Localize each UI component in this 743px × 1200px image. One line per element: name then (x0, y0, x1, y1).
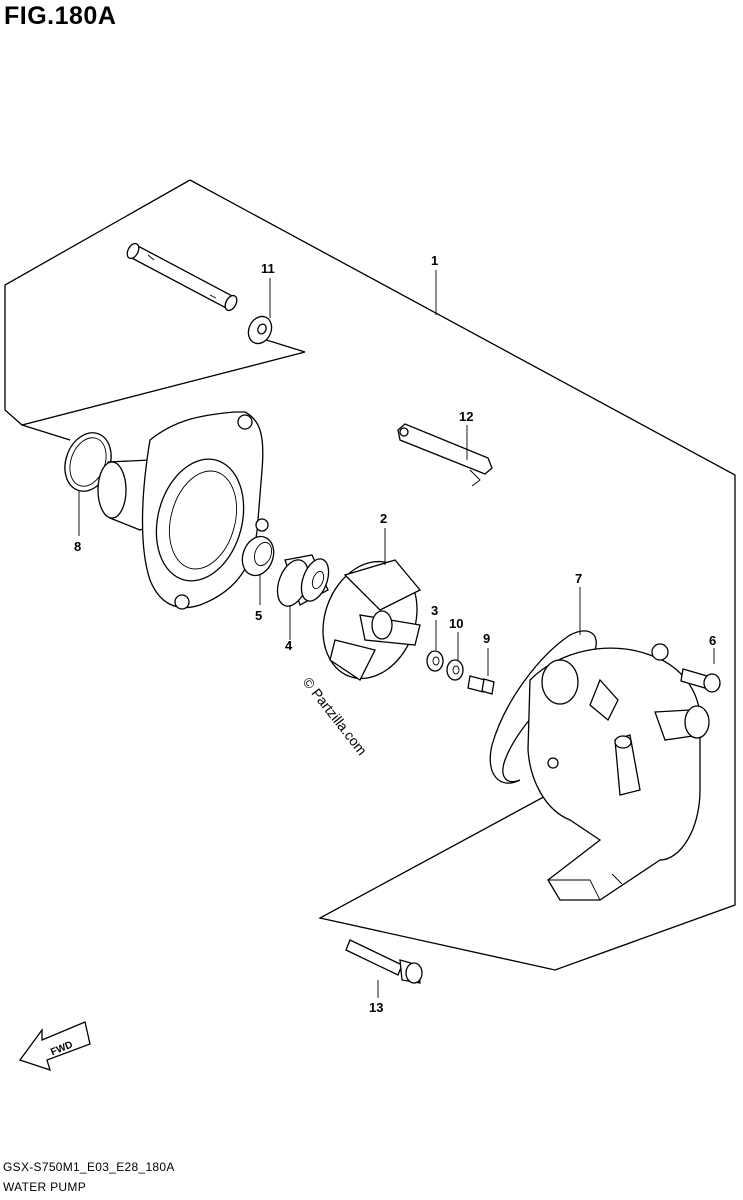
water-pump-body[interactable] (527, 643, 710, 901)
leader-lines (78, 270, 715, 998)
callout-12: 12 (459, 409, 473, 424)
pump-cover[interactable] (97, 411, 269, 610)
callout-6: 6 (709, 633, 716, 648)
callout-2: 2 (380, 511, 387, 526)
seal-5[interactable] (237, 532, 279, 580)
callout-5: 5 (255, 608, 262, 623)
callout-8: 8 (74, 539, 81, 554)
diagram-code: GSX-S750M1_E03_E28_180A (3, 1160, 175, 1174)
callout-11: 11 (261, 261, 275, 276)
mechanical-seal-4[interactable] (272, 554, 334, 610)
callout-10: 10 (449, 616, 463, 631)
callout-3: 3 (431, 603, 438, 618)
shaft[interactable] (125, 242, 239, 313)
callout-13: 13 (369, 1000, 383, 1015)
impeller-2[interactable] (307, 548, 433, 692)
screw-6[interactable] (680, 668, 721, 693)
figure-title: FIG.180A (4, 2, 117, 30)
clamp-12[interactable] (397, 423, 493, 487)
assembly-boundary (4, 179, 736, 971)
washer-3[interactable] (426, 650, 444, 672)
callout-7: 7 (575, 571, 582, 586)
bolt-13[interactable] (345, 939, 423, 984)
callout-4: 4 (285, 638, 293, 653)
watermark: © Partzilla.com (300, 674, 371, 758)
callout-1: 1 (431, 253, 438, 268)
washer-11[interactable] (244, 313, 276, 348)
fwd-arrow: FWD (18, 1021, 91, 1072)
diagram-name: WATER PUMP (3, 1180, 86, 1194)
callout-9: 9 (483, 631, 490, 646)
bolt-9[interactable] (467, 675, 495, 695)
washer-10[interactable] (446, 659, 464, 681)
